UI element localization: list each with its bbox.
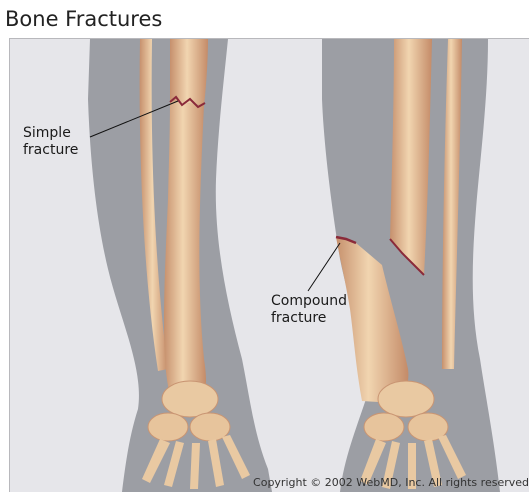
simple-fracture-label: Simple fracture [23,125,78,159]
compound-label-line1: Compound [271,293,347,310]
compound-label-line2: fracture [271,310,347,327]
simple-label-line2: fracture [23,142,78,159]
simple-label-line1: Simple [23,125,78,142]
compound-leader-line [308,243,340,291]
illustration-panel [9,38,529,492]
diagram-title: Bone Fractures [5,6,162,32]
left-tibia-upper [170,39,208,105]
copyright-notice: Copyright © 2002 WebMD, Inc. All rights … [253,476,529,489]
compound-fracture-label: Compound fracture [271,293,347,327]
right-tibia-upper [390,39,432,275]
legs-illustration [10,39,529,492]
